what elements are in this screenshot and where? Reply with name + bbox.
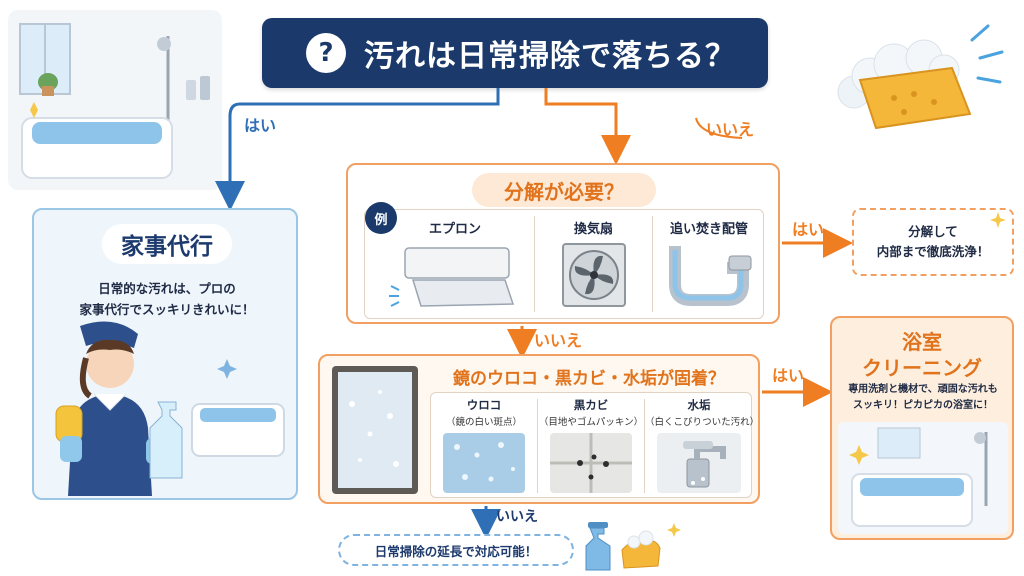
bathroom-illustration xyxy=(8,10,222,190)
black-mold-icon xyxy=(550,433,632,493)
question-header: ? 汚れは日常掃除で落ちる？ xyxy=(262,18,768,88)
bathroom-cleaning-desc-line2: スッキリ！ピカピカの浴室に！ xyxy=(853,400,993,411)
stain-question-title: 鏡のウロコ・黒カビ・水垢が固着？ xyxy=(453,369,725,389)
no-label-top: いいえ xyxy=(706,120,755,139)
question-icon: ? xyxy=(306,33,346,73)
stain-sub-scale: （鏡の白い斑点） xyxy=(445,417,522,428)
stain-sub-mold: （目地やゴムパッキン） xyxy=(538,417,644,428)
yes-label-box1: はい xyxy=(792,220,825,239)
example-label-fan: 換気扇 xyxy=(573,222,613,237)
housekeeping-desc-line2: 家事代行でスッキリきれいに！ xyxy=(79,302,255,317)
mirror-illustration xyxy=(332,366,418,494)
sponge-illustration xyxy=(837,24,1004,130)
clean-bathroom-illustration xyxy=(838,422,1008,534)
no-label-box1: いいえ xyxy=(534,331,583,350)
yes-label-box2: はい xyxy=(772,366,805,385)
cleaner-woman-illustration xyxy=(55,321,285,496)
housekeeping-title: 家事代行 xyxy=(102,224,232,264)
daily-cleaning-result: 日常掃除の延長で対応可能！ xyxy=(338,534,574,566)
no-label-box2: いいえ xyxy=(496,509,538,525)
disassembly-examples: 例 エプロン 換気扇 追い焚き配管 xyxy=(364,202,764,319)
divider xyxy=(644,399,645,493)
disassembly-result-box: 分解して 内部まで徹底洗浄！ xyxy=(852,208,1014,276)
bathtub-apron-icon xyxy=(389,247,515,307)
bathroom-cleaning-panel: 浴室 クリーニング 専用洗剤と機材で、頑固な汚れも スッキリ！ピカピカの浴室に！ xyxy=(830,316,1014,540)
disassembly-result-line2: 内部まで徹底洗浄！ xyxy=(876,244,990,259)
divider xyxy=(537,399,538,493)
stain-label-scale: ウロコ xyxy=(466,398,502,412)
housekeeping-panel: 家事代行 日常的な汚れは、プロの 家事代行でスッキリきれいに！ xyxy=(32,208,298,500)
bathroom-cleaning-title-line1: 浴室 xyxy=(902,330,942,354)
example-badge: 例 xyxy=(365,202,397,234)
ventilation-fan-icon xyxy=(562,243,626,307)
faucet-scale-icon xyxy=(657,433,741,493)
example-label-pipe: 追い焚き配管 xyxy=(669,222,748,237)
housekeeping-desc-line1: 日常的な汚れは、プロの xyxy=(98,281,236,296)
stain-sub-limescale: （白くこびりついた汚れ） xyxy=(645,417,760,428)
reheating-pipe-icon xyxy=(669,246,752,306)
stain-label-mold: 黒カビ xyxy=(573,398,609,412)
stain-question-box: 鏡のウロコ・黒カビ・水垢が固着？ ウロコ （鏡の白い斑点） 黒カビ （目地やゴム… xyxy=(318,354,760,504)
question-title: 汚れは日常掃除で落ちる？ xyxy=(364,39,736,74)
disassembly-result-line1: 分解して xyxy=(908,224,958,239)
bathroom-cleaning-title-line2: クリーニング xyxy=(862,356,982,380)
divider xyxy=(534,216,535,312)
divider xyxy=(652,216,653,312)
disassembly-result-text: 分解して 内部まで徹底洗浄！ xyxy=(877,222,990,262)
water-spots-icon xyxy=(443,433,525,493)
disassembly-question-title: 分解が必要？ xyxy=(472,173,656,207)
stain-label-limescale: 水垢 xyxy=(687,398,711,412)
disassembly-question-box: 分解が必要？ 例 エプロン 換気扇 追い焚き配管 xyxy=(346,163,780,324)
spray-and-sponge-illustration xyxy=(585,522,681,571)
housekeeping-description: 日常的な汚れは、プロの 家事代行でスッキリきれいに！ xyxy=(44,278,290,320)
bathroom-cleaning-description: 専用洗剤と機材で、頑固な汚れも スッキリ！ピカピカの浴室に！ xyxy=(838,382,1008,414)
bathroom-cleaning-desc-line1: 専用洗剤と機材で、頑固な汚れも xyxy=(848,384,998,395)
yes-label-left: はい xyxy=(244,116,277,135)
stain-examples: ウロコ （鏡の白い斑点） 黒カビ （目地やゴムパッキン） 水垢 （白くこびりつい… xyxy=(430,392,760,498)
sparkle-icon xyxy=(990,212,1006,228)
example-label-apron: エプロン xyxy=(428,222,481,237)
